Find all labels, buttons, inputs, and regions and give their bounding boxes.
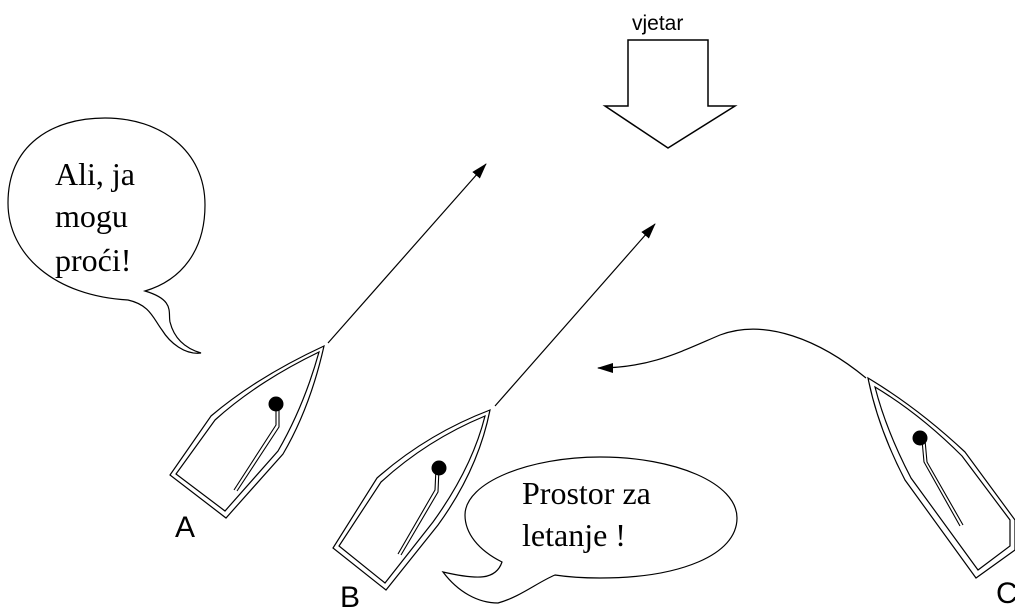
wind-indicator: vjetar: [602, 12, 738, 149]
boat-a-course-arrow: [327, 163, 487, 344]
speech-bubble-b-shape: [441, 456, 738, 604]
boat-b-label: B: [340, 581, 360, 608]
boat-c-boom-icon: [921, 439, 964, 527]
wind-arrow-icon: [602, 39, 738, 149]
speech-bubble-boat-b: Prostor za letanje !: [441, 456, 738, 604]
boat-c-course-arrow: [597, 328, 867, 379]
boat-c-hull-icon: [867, 376, 1015, 579]
speech-bubble-a-line-2: mogu: [55, 198, 128, 234]
boat-c-mast-icon: [912, 430, 928, 446]
boat-c-hull-inner: [874, 385, 1011, 571]
speech-bubble-a-line-1: Ali, ja: [55, 156, 135, 192]
boat-b: B: [332, 409, 491, 608]
speech-bubble-b-text: Prostor za letanje !: [522, 475, 659, 553]
boat-a-hull-inner: [175, 350, 320, 512]
boat-a-boom-icon: [233, 404, 280, 492]
wind-label: vjetar: [632, 12, 683, 35]
boat-b-course-arrow: [494, 223, 656, 407]
boat-c-label: C: [996, 577, 1015, 608]
course-arrows: [327, 163, 867, 407]
speech-bubble-a-line-3: proći!: [55, 242, 131, 278]
boat-c: C: [867, 376, 1015, 608]
speech-bubble-b-line-1: Prostor za: [522, 475, 651, 511]
boat-b-hull-inner: [338, 414, 486, 584]
boat-a-hull-icon: [169, 344, 325, 519]
boat-a-label: A: [175, 511, 195, 544]
speech-bubble-a-shape: [7, 117, 206, 354]
boat-b-hull-icon: [332, 409, 491, 591]
speech-bubble-boat-a: Ali, ja mogu proći!: [7, 117, 206, 354]
boat-a: A: [169, 344, 325, 544]
boat-b-boom-icon: [397, 467, 440, 556]
speech-bubble-a-text: Ali, ja mogu proći!: [55, 156, 143, 278]
speech-bubble-b-line-2: letanje !: [522, 517, 626, 553]
